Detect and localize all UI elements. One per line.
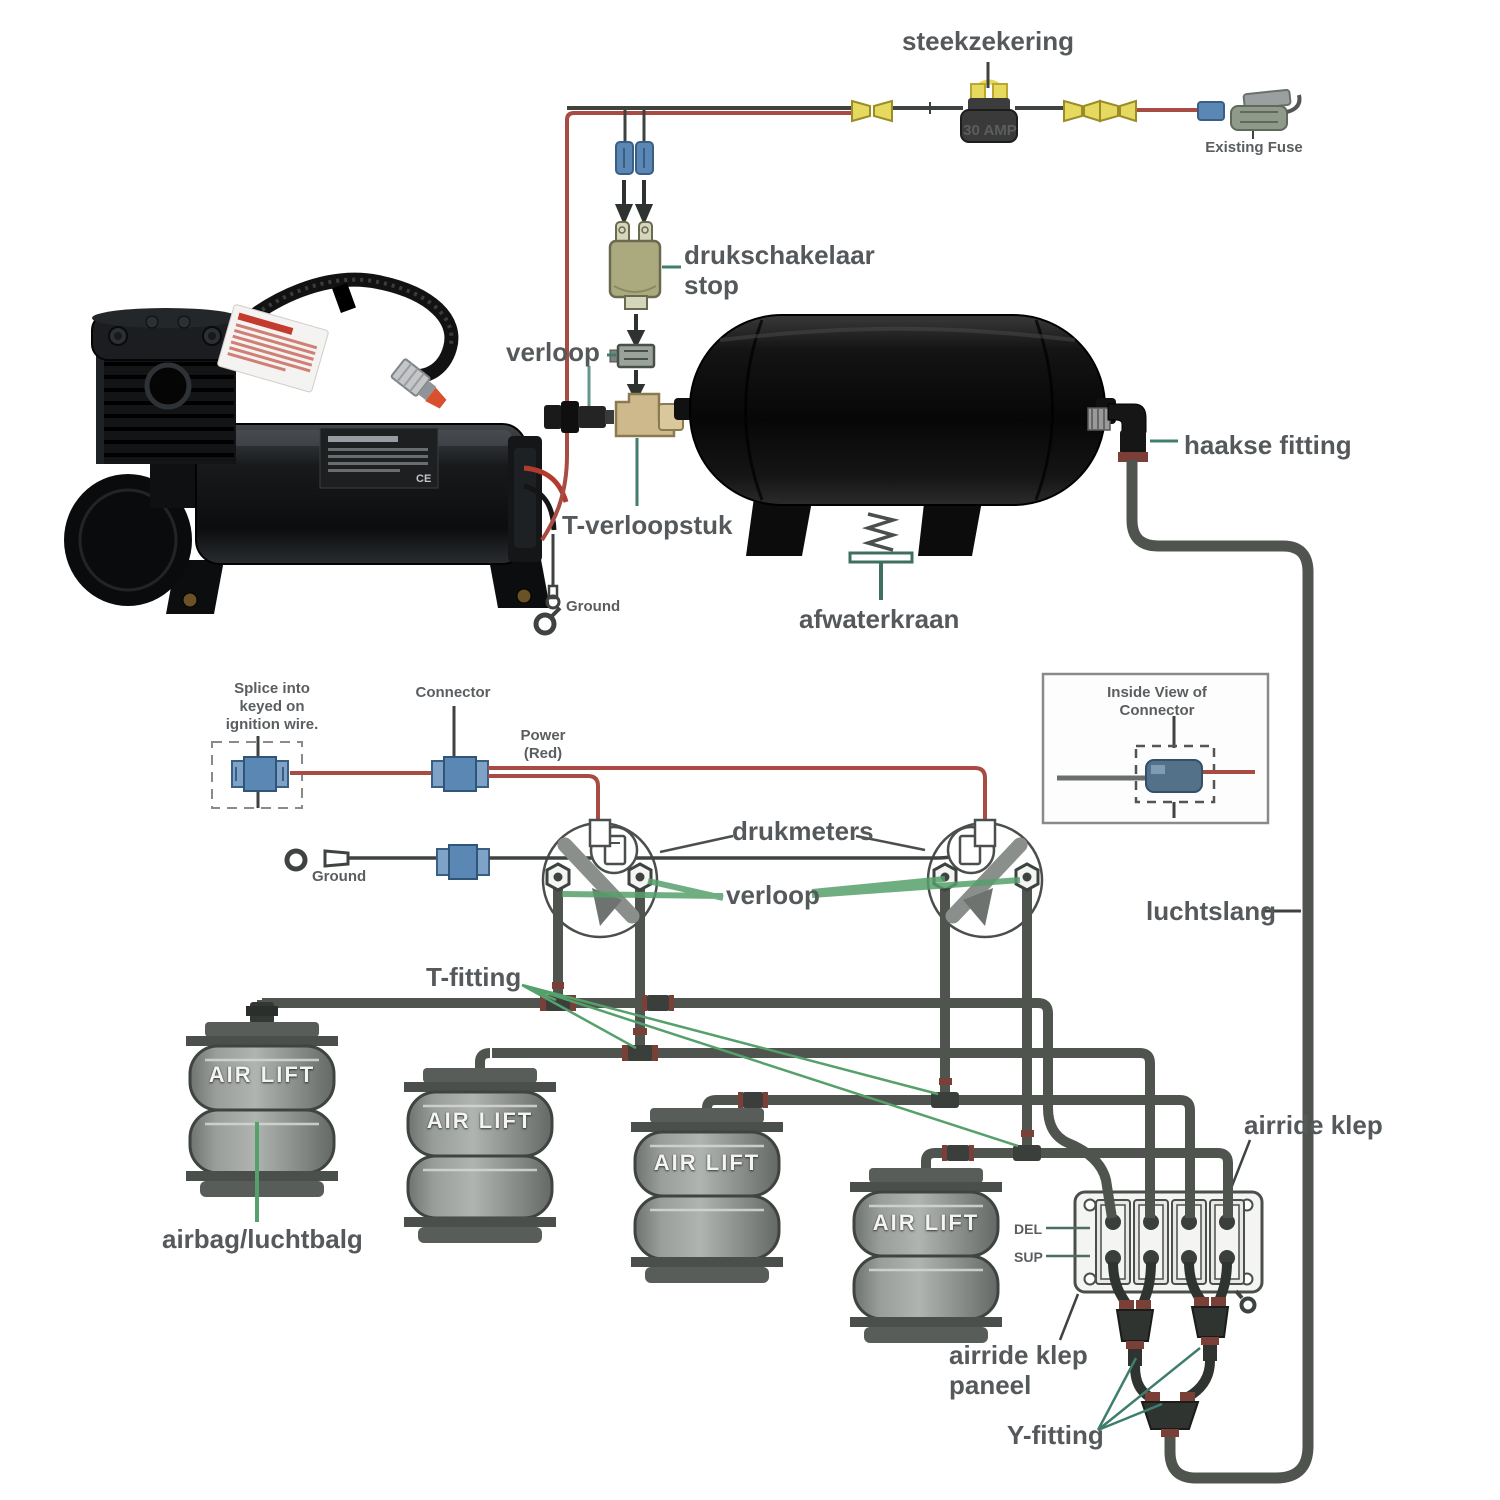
hose-run-2 — [492, 1048, 1155, 1218]
label-del: DEL — [1014, 1221, 1042, 1237]
label-airride-klep-paneel: airride klep paneel — [949, 1340, 1088, 1400]
air-bag-1 — [186, 1022, 338, 1197]
luchtslang-hose — [1126, 460, 1314, 1484]
power-wire-right-gauge — [488, 766, 987, 826]
label-t-fitting: T-fitting — [426, 962, 522, 992]
airbag-2-brand: AIR LIFT — [426, 1108, 534, 1133]
pointer-lines — [255, 834, 1201, 1432]
label-verloop-bottom: verloop — [726, 880, 820, 910]
top-wiring — [533, 62, 1302, 636]
hose-end-fitting-icon — [390, 358, 447, 409]
gauge-internals-left — [545, 818, 653, 926]
inside-view-connector-icon — [1145, 759, 1203, 793]
bag4-elbow — [921, 1148, 936, 1170]
label-airride-klep: airride klep — [1244, 1110, 1383, 1140]
bottom-wiring — [211, 706, 987, 880]
spade-connector-blue — [615, 141, 654, 175]
label-airbag-luchtbalg: airbag/luchtbalg — [162, 1224, 363, 1254]
label-ground-top: Ground — [566, 598, 621, 615]
hose-coupler-icon — [544, 401, 614, 433]
air-bag-2 — [404, 1068, 556, 1243]
hose-network — [257, 888, 1233, 1219]
pressure-switch-icon — [608, 221, 662, 310]
butt-connector-yellow — [1063, 99, 1137, 123]
haakse-fitting-icon — [1087, 403, 1178, 462]
ground-icon-bottom — [284, 848, 350, 872]
warning-tag — [217, 304, 329, 393]
drukmeters-pointers — [659, 834, 926, 854]
bag3-elbow — [702, 1095, 717, 1112]
verloop-fitting-icon — [609, 343, 656, 369]
t-verloopstuk-fitting-icon — [614, 392, 684, 438]
power-wire-red-top — [540, 111, 852, 542]
arrow-down-icon — [626, 314, 646, 349]
label-t-verloopstuk: T-verloopstuk — [562, 510, 733, 540]
splice-connector-icon — [231, 756, 289, 792]
label-ground-bottom: Ground — [312, 868, 367, 885]
airbag-4-brand: AIR LIFT — [872, 1210, 980, 1235]
connector-icon — [436, 844, 490, 880]
svg-text:CE: CE — [416, 473, 431, 485]
label-luchtslang: luchtslang — [1146, 896, 1277, 926]
label-drukmeters: drukmeters — [732, 816, 874, 846]
label-30-amp: 30 AMP — [963, 122, 1017, 139]
ground-icon-top — [533, 534, 562, 636]
y-fitting-pointers — [1096, 1347, 1201, 1432]
y-fittings — [1108, 1261, 1245, 1484]
label-afwaterkraan: afwaterkraan — [799, 604, 960, 634]
label-existing-fuse: Existing Fuse — [1205, 139, 1303, 156]
t-fittings-and-couplers — [246, 982, 1041, 1161]
drain-valve-icon — [848, 512, 914, 600]
blue-connector-icon — [1197, 101, 1225, 121]
butt-connector-yellow — [851, 99, 893, 123]
ring-terminal-icon — [1234, 1289, 1257, 1314]
label-sup: SUP — [1014, 1249, 1043, 1265]
hose-run-3 — [716, 1095, 1195, 1218]
arrow-down-icon — [626, 370, 646, 403]
label-power-red: Power (Red) — [520, 727, 566, 762]
compressor-black-wire — [523, 483, 557, 531]
tank-port-left — [674, 398, 694, 420]
hose-band — [332, 283, 356, 313]
paneel-pointer — [1058, 1293, 1080, 1341]
inside-view-box — [1041, 672, 1270, 825]
label-connector: Connector — [415, 684, 491, 701]
label-steekzekering: steekzekering — [902, 26, 1074, 56]
t-fitting-pointers — [521, 983, 1019, 1148]
connector-icon — [431, 756, 489, 792]
compressor-photo: CE — [64, 272, 569, 614]
valve-module — [1171, 1199, 1207, 1285]
label-verloop-top: verloop — [506, 337, 600, 367]
fuse-holder-icon — [960, 79, 1018, 143]
label-y-fitting: Y-fitting — [1007, 1420, 1104, 1450]
air-bag-3 — [631, 1108, 783, 1283]
label-drukschakelaar-stop: drukschakelaar stop — [684, 240, 875, 300]
airbag-1-brand: AIR LIFT — [208, 1062, 316, 1087]
verloop-pointers — [561, 876, 1021, 901]
compressor-red-wire — [523, 465, 569, 503]
existing-fuse-icon — [1230, 88, 1302, 139]
air-bag-4 — [850, 1168, 1002, 1343]
label-splice: Splice into keyed on ignition wire. — [225, 680, 319, 733]
intake-port — [144, 362, 192, 410]
air-tank — [674, 314, 1116, 556]
label-haakse-fitting: haakse fitting — [1184, 430, 1352, 460]
label-inside-view: Inside View of Connector — [1107, 684, 1207, 719]
hose-run-1 — [262, 998, 1117, 1219]
power-wire-left-gauge — [488, 774, 600, 826]
arrow-down-icon — [614, 180, 654, 226]
hose-run-4 — [934, 1148, 1233, 1218]
bag2-elbow — [475, 1048, 491, 1070]
airbag-3-brand: AIR LIFT — [653, 1150, 761, 1175]
